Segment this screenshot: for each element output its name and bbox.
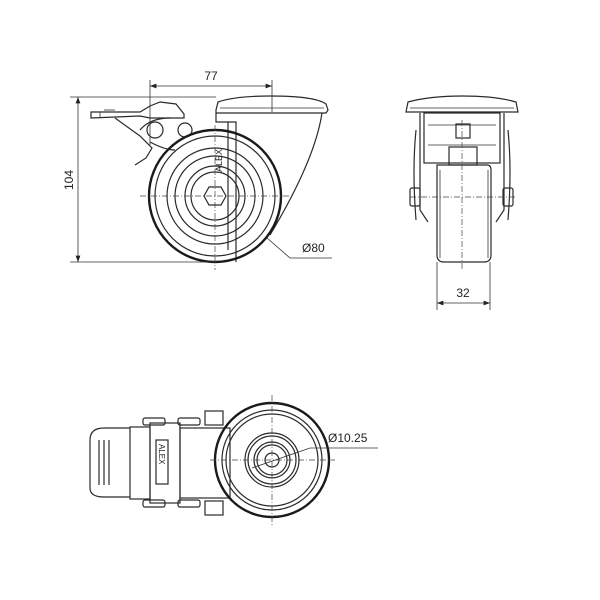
height-label: 104 (62, 170, 76, 190)
side-brand-logo: ALEX (214, 149, 224, 172)
front-view (405, 95, 519, 270)
bottom-brand-logo: ALEX (157, 444, 166, 465)
side-view: ALEX (90, 95, 329, 270)
offset-label: 77 (204, 69, 218, 83)
dimension-wheel-diameter: Ø80 (266, 237, 332, 259)
wheel-diameter-label: Ø80 (302, 241, 325, 255)
bolt-hole-diameter-label: Ø10.25 (328, 431, 368, 445)
wheel-width-label: 32 (456, 286, 470, 300)
dimension-bolt-hole-diameter: Ø10.25 (251, 431, 378, 469)
dimension-wheel-width: 32 (436, 262, 491, 310)
dimension-offset: 77 (149, 69, 273, 145)
dimension-height: 104 (62, 96, 216, 263)
bottom-view: ALEX (89, 395, 335, 525)
